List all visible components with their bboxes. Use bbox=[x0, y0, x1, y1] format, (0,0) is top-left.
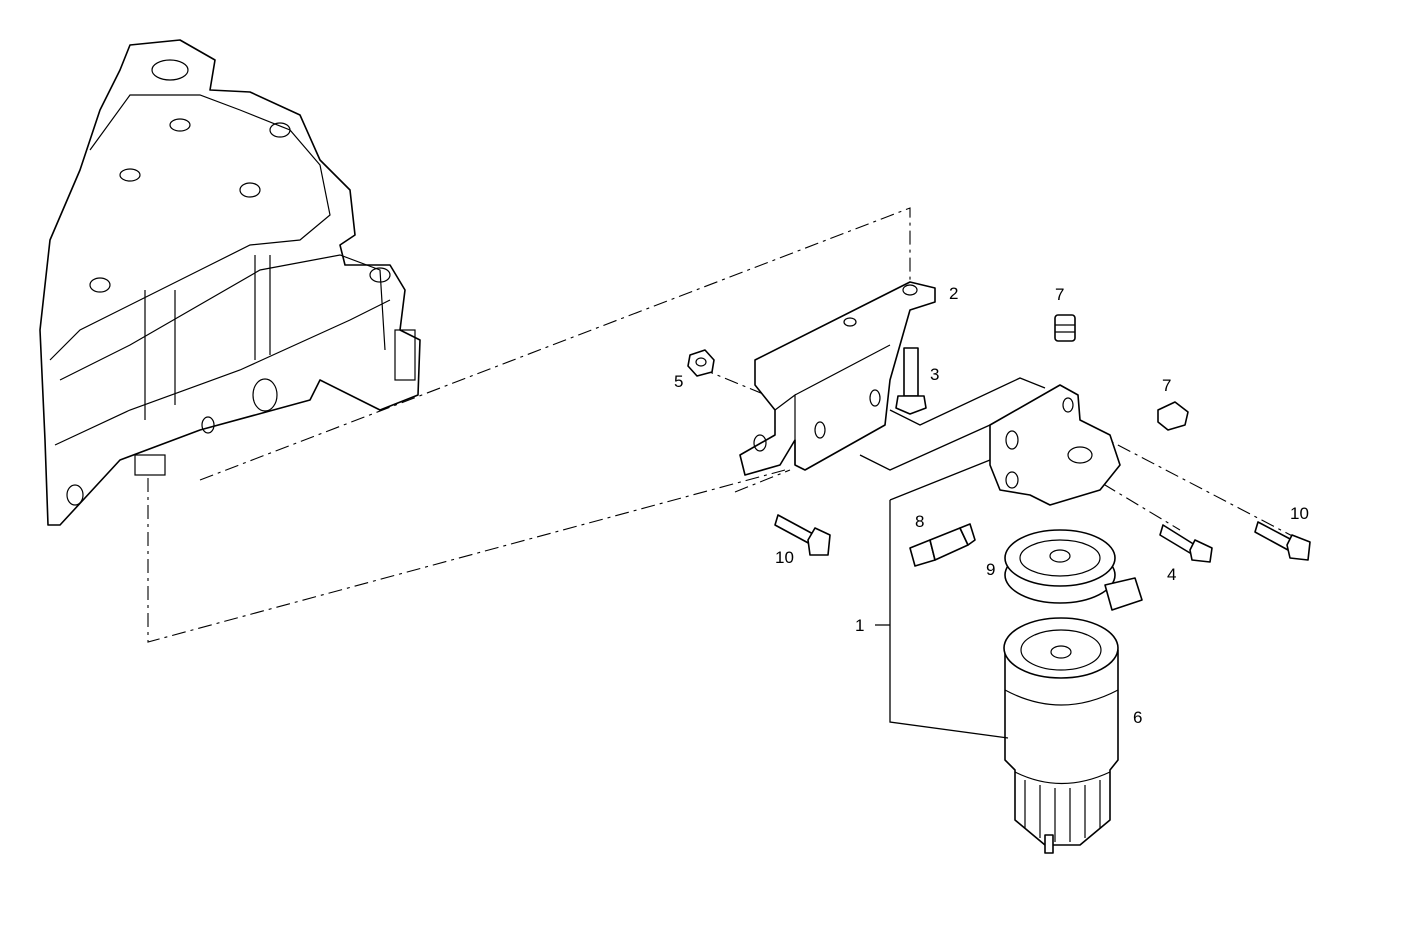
filter-cartridge-6 bbox=[1003, 617, 1119, 854]
bolt-10-right bbox=[1254, 521, 1311, 561]
plug-7-top bbox=[1054, 314, 1076, 342]
plug-7-right bbox=[1157, 401, 1189, 431]
callout-labels: 1 2 3 4 5 6 7 7 8 9 10 10 bbox=[674, 284, 1309, 727]
callout-3: 3 bbox=[930, 365, 939, 384]
callout-1: 1 bbox=[855, 616, 864, 635]
bracket-link-line-2 bbox=[859, 424, 991, 471]
callout-2: 2 bbox=[949, 284, 958, 303]
bracket bbox=[739, 281, 936, 476]
filter-head bbox=[989, 384, 1121, 506]
transmission-housing bbox=[39, 39, 421, 526]
bolt-3 bbox=[895, 347, 927, 415]
callout-7b: 7 bbox=[1162, 376, 1171, 395]
callout-6: 6 bbox=[1133, 708, 1142, 727]
bracket-link-line bbox=[889, 377, 1046, 426]
heater-ring-9 bbox=[1004, 529, 1143, 611]
nut-5 bbox=[687, 349, 715, 377]
callout-5: 5 bbox=[674, 372, 683, 391]
callout-7a: 7 bbox=[1055, 285, 1064, 304]
callout-10a: 10 bbox=[1290, 504, 1309, 523]
callout-8: 8 bbox=[915, 512, 924, 531]
callout-4: 4 bbox=[1167, 565, 1176, 584]
sensor-8 bbox=[909, 523, 976, 567]
callout-10b: 10 bbox=[775, 548, 794, 567]
bolt-4 bbox=[1159, 524, 1213, 563]
leader-1 bbox=[875, 459, 1009, 739]
bolt-10-left bbox=[774, 514, 831, 556]
callout-9: 9 bbox=[986, 560, 995, 579]
